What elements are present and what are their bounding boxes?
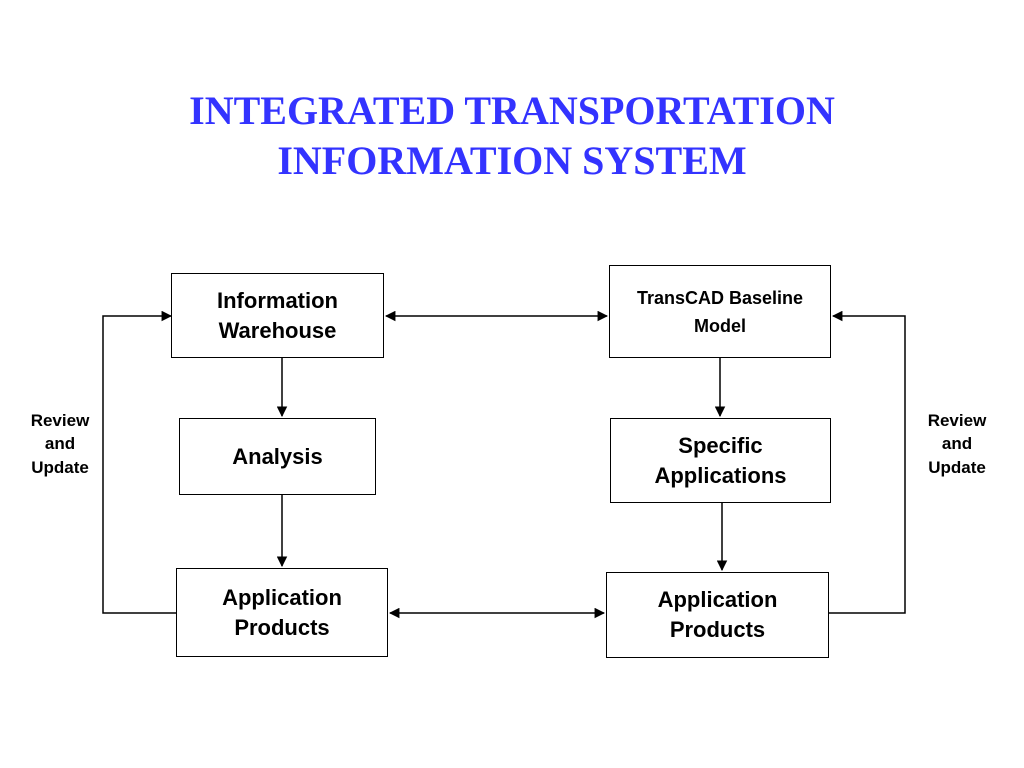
title-line-2: INFORMATION SYSTEM bbox=[277, 138, 747, 183]
left-review-update-label: Review and Update bbox=[20, 407, 100, 481]
left-review-loop bbox=[102, 310, 176, 614]
left-update-word: Update bbox=[31, 458, 89, 477]
right-review-loop bbox=[829, 310, 906, 614]
analysis-label: Analysis bbox=[232, 443, 323, 469]
specific-applications-line-1: Specific bbox=[678, 432, 763, 458]
left-review-word: Review bbox=[30, 411, 90, 430]
transcad-baseline-line-2: Model bbox=[694, 315, 746, 336]
specific-applications-line-2: Applications bbox=[654, 462, 787, 488]
application-products-left-line-1: Application bbox=[222, 584, 342, 610]
right-and-word: and bbox=[941, 434, 973, 453]
right-update-word: Update bbox=[928, 458, 986, 477]
application-products-left-line-2: Products bbox=[234, 614, 330, 640]
right-review-update-label: Review and Update bbox=[917, 407, 997, 481]
transcad-baseline-line-1: TransCAD Baseline bbox=[636, 287, 804, 308]
diagram-title: INTEGRATED TRANSPORTATION INFORMATION SY… bbox=[0, 86, 1024, 186]
specific-applications-box: Specific Applications bbox=[610, 418, 831, 503]
transcad-baseline-model-box: TransCAD Baseline Model bbox=[609, 265, 831, 358]
application-products-left-box: Application Products bbox=[176, 568, 388, 657]
information-warehouse-line-2: Warehouse bbox=[218, 317, 337, 343]
right-review-word: Review bbox=[927, 411, 987, 430]
information-warehouse-box: Information Warehouse bbox=[171, 273, 384, 358]
application-products-right-box: Application Products bbox=[606, 572, 829, 658]
title-line-1: INTEGRATED TRANSPORTATION bbox=[189, 88, 835, 133]
application-products-right-line-2: Products bbox=[669, 617, 766, 642]
application-products-right-line-1: Application bbox=[657, 587, 778, 612]
left-and-word: and bbox=[44, 434, 76, 453]
analysis-box: Analysis bbox=[179, 418, 376, 495]
information-warehouse-line-1: Information bbox=[217, 287, 338, 313]
